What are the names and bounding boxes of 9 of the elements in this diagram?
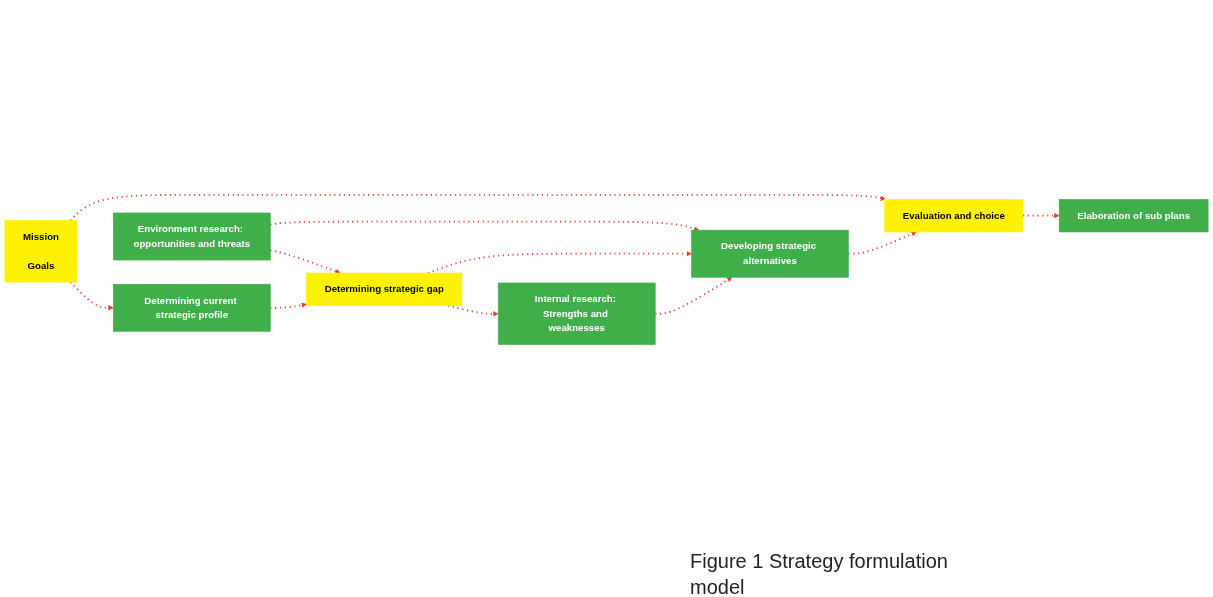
node-box: Determining current strategic profile (113, 284, 271, 332)
node-box: Elaboration of sub plans (1058, 199, 1209, 233)
node-box: Environment research: opportunities and threats (113, 212, 271, 261)
node-box: Evaluation and choice (884, 199, 1024, 233)
node-box: Mission Goals (4, 220, 78, 283)
figure-caption: Figure 1 Strategy formulation model (690, 549, 949, 597)
node-box: Internal research: Strengths and weaknesses (497, 282, 656, 346)
node-box: Developing strategic alternatives (691, 230, 849, 278)
node-box: Determining strategic gap (306, 273, 463, 307)
